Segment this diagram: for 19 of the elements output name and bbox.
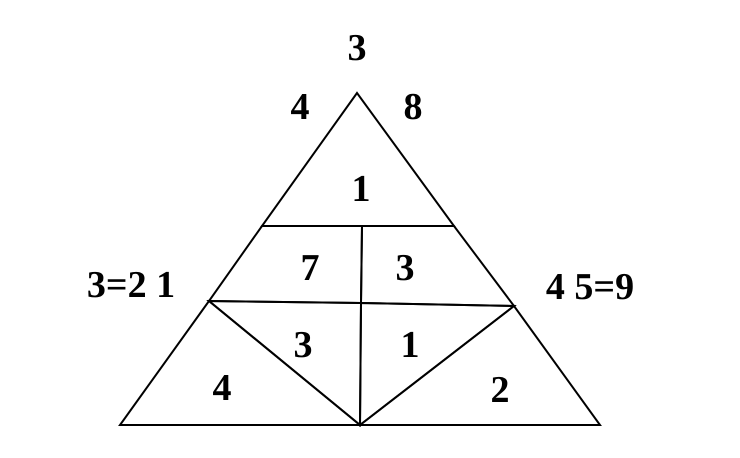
region-number: 1 [400, 326, 420, 364]
region-number: 3 [294, 326, 312, 364]
triangle-section [209, 301, 361, 425]
trapezoid-section [209, 226, 362, 303]
outside-number: 4 5=9 [546, 268, 634, 306]
triangle-section [360, 306, 600, 425]
region-number: 2 [490, 371, 510, 409]
region-number: 7 [300, 249, 320, 287]
triangle-section [360, 303, 514, 425]
region-number: 3 [396, 249, 414, 287]
outside-number: 8 [404, 88, 422, 126]
trapezoid-section [361, 226, 514, 306]
region-number: 1 [352, 170, 370, 208]
region-number: 4 [212, 369, 232, 407]
outside-number: 4 [290, 88, 310, 126]
outside-number: 3 [348, 29, 366, 67]
outside-number: 3=2 1 [86, 266, 176, 304]
triangle-section [120, 301, 360, 425]
triangle-section [262, 93, 454, 226]
